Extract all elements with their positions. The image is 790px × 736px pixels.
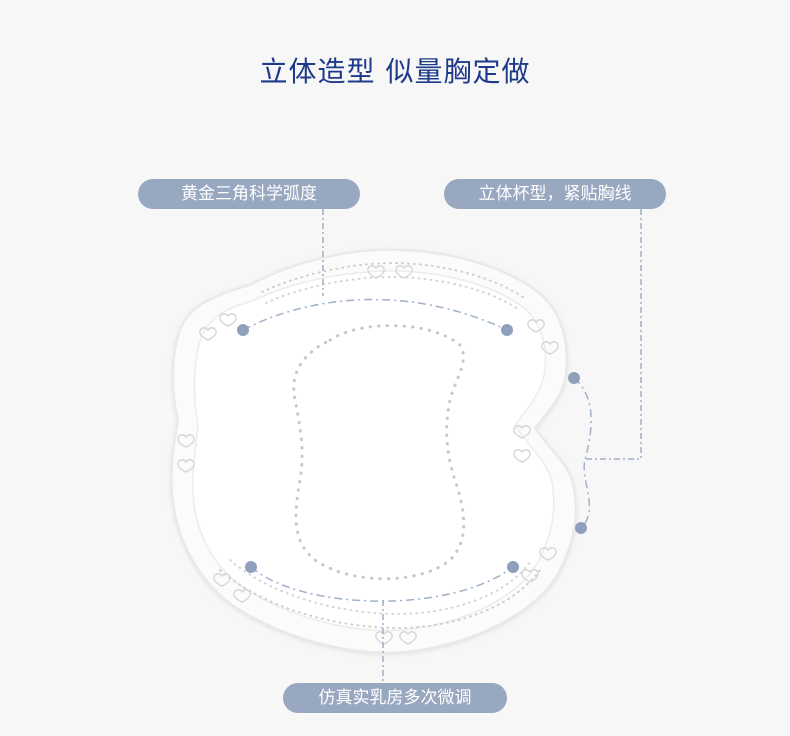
annotation-dot-top-left: [237, 324, 249, 336]
annotation-dot-top-right: [501, 324, 513, 336]
label-arc-pill: 黄金三角科学弧度: [138, 179, 360, 209]
page-title: 立体造型 似量胸定做: [259, 55, 531, 88]
pad-edge-dots-bottom: [219, 569, 541, 630]
annotation-arc-bottom: [250, 566, 514, 602]
label-adjust-pill: 仿真实乳房多次微调: [283, 683, 507, 713]
annotation-dot-right-bottom: [575, 522, 587, 534]
heart-pattern-icon: [177, 265, 559, 645]
annotation-dot-bottom-right: [507, 561, 519, 573]
annotation-dot-bottom-left: [245, 561, 257, 573]
annotation-dot-right-top: [568, 372, 580, 384]
pad-edge-dots-bottom-inner: [229, 559, 531, 616]
label-cup-pill: 立体杯型，紧贴胸线: [444, 179, 666, 209]
annotation-arc-top: [242, 298, 508, 331]
pad-edge-dots-inner: [265, 275, 519, 310]
